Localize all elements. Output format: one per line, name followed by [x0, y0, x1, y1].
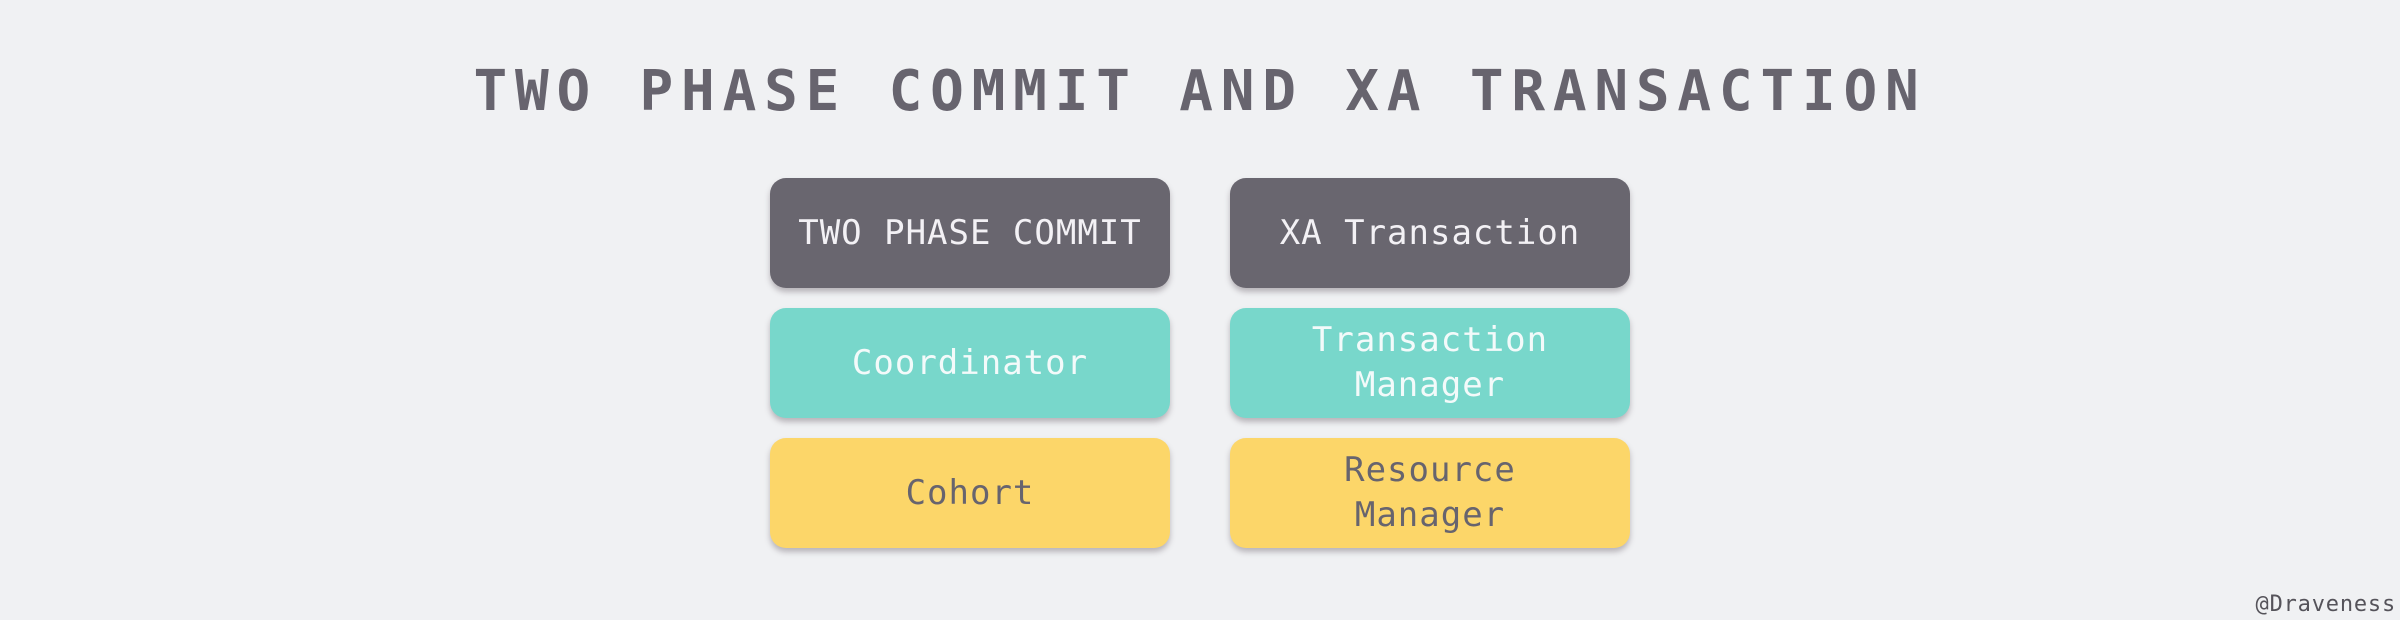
diagram-title: TWO PHASE COMMIT AND XA TRANSACTION — [473, 59, 1927, 124]
cohort-box: Cohort — [770, 438, 1170, 548]
xa-transaction-header-label: XA Transaction — [1279, 212, 1581, 253]
transaction-manager-label: Transaction Manager — [1311, 320, 1549, 405]
transaction-manager-box: Transaction Manager — [1230, 308, 1630, 418]
cohort-label: Cohort — [905, 472, 1035, 513]
xa-transaction-header: XA Transaction — [1230, 178, 1630, 288]
coordinator-box: Coordinator — [770, 308, 1170, 418]
two-phase-commit-header: TWO PHASE COMMIT — [770, 178, 1170, 288]
coordinator-label: Coordinator — [851, 342, 1089, 383]
resource-manager-box: Resource Manager — [1230, 438, 1630, 548]
two-phase-commit-header-label: TWO PHASE COMMIT — [798, 212, 1142, 253]
author-watermark: @Draveness — [2255, 592, 2396, 617]
resource-manager-label: Resource Manager — [1344, 450, 1516, 535]
